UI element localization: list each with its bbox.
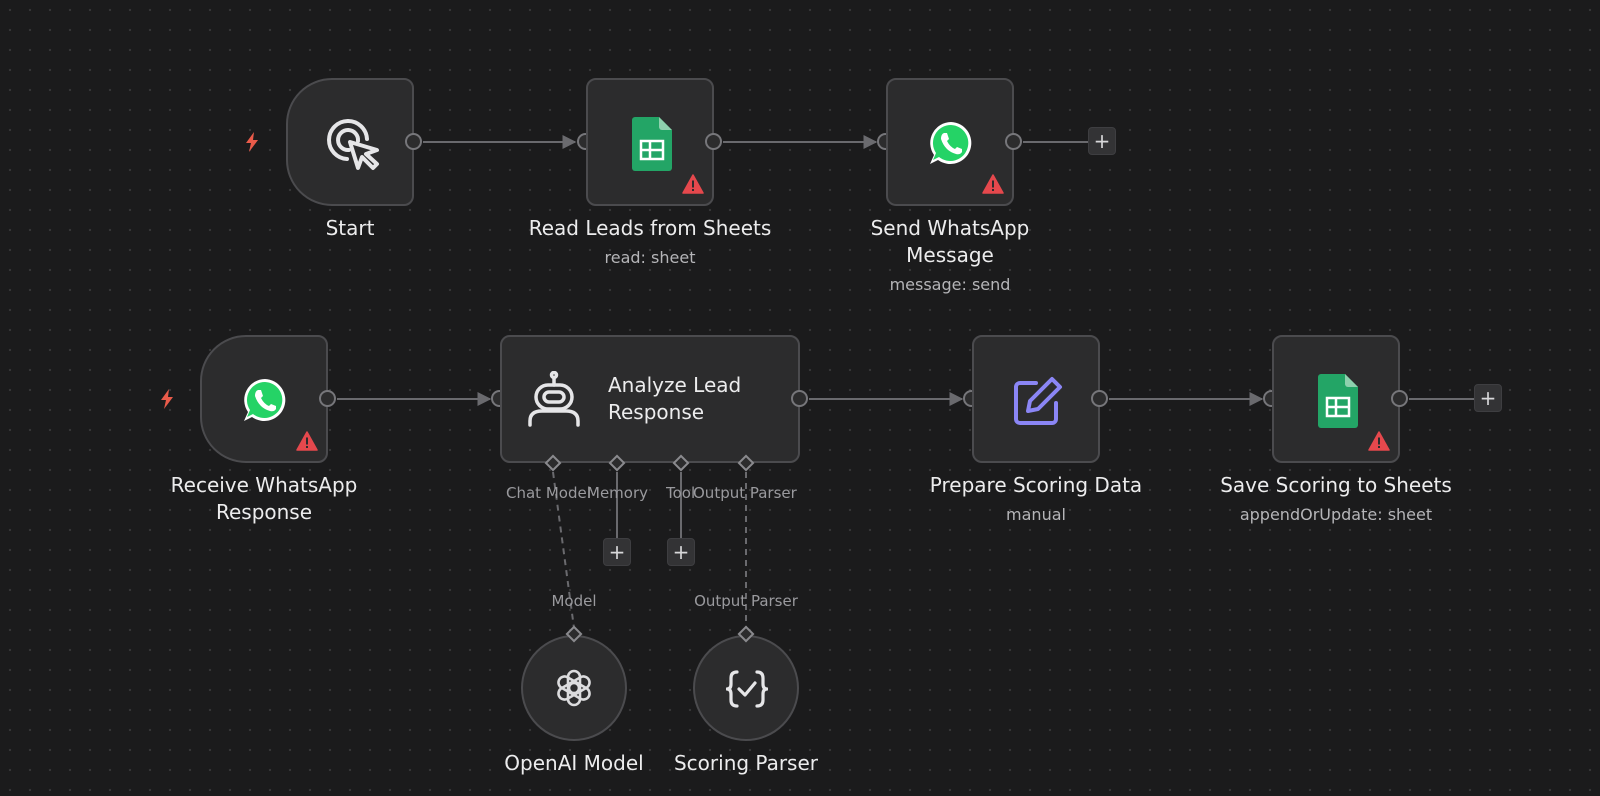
send-whatsapp-node[interactable] xyxy=(886,78,1014,206)
analyze-title-line2: Response xyxy=(608,400,705,424)
output-parser-port-label: Output Parser xyxy=(693,484,797,502)
trigger-bolt-icon xyxy=(246,132,258,152)
send-whatsapp-subtitle: message: send xyxy=(889,275,1011,294)
scoring-parser-node[interactable] xyxy=(693,635,799,741)
whatsapp-icon xyxy=(930,122,972,164)
read-leads-subtitle: read: sheet xyxy=(604,248,696,267)
receive-whatsapp-title-line1: Receive WhatsApp xyxy=(170,473,358,497)
prepare-scoring-title: Prepare Scoring Data xyxy=(929,473,1143,497)
openai-icon xyxy=(557,669,591,707)
robot-icon xyxy=(528,371,580,427)
add-node-button[interactable]: + xyxy=(1088,127,1116,155)
google-sheets-icon xyxy=(1318,374,1358,428)
add-node-button[interactable]: + xyxy=(1474,384,1502,412)
analyze-lead-node[interactable]: Analyze Lead Response xyxy=(500,335,800,463)
save-scoring-output-handle[interactable] xyxy=(1391,390,1408,407)
trigger-bolt-icon xyxy=(161,389,173,409)
openai-model-node[interactable] xyxy=(521,635,627,741)
receive-whatsapp-title-line2: Response xyxy=(215,500,313,524)
google-sheets-icon xyxy=(632,117,672,171)
start-output-handle[interactable] xyxy=(405,133,422,150)
whatsapp-icon xyxy=(244,379,286,421)
send-whatsapp-title-line2: Message xyxy=(906,243,994,267)
scoring-parser-port-label: Output Parser xyxy=(694,592,798,610)
prepare-scoring-node[interactable] xyxy=(972,335,1100,463)
start-node-title: Start xyxy=(325,216,375,240)
tool-port-label: Tool xyxy=(666,484,694,502)
add-tool-button[interactable]: + xyxy=(667,538,695,566)
read-leads-title: Read Leads from Sheets xyxy=(528,216,772,240)
openai-model-port-label: Model xyxy=(551,592,597,610)
scoring-parser-title: Scoring Parser xyxy=(673,751,819,775)
save-scoring-title: Save Scoring to Sheets xyxy=(1220,473,1452,497)
read-leads-node[interactable] xyxy=(586,78,714,206)
analyze-title-line1: Analyze Lead xyxy=(608,373,742,397)
chat-model-port-label: Chat Model xyxy=(506,484,590,502)
send-whatsapp-output-handle[interactable] xyxy=(1005,133,1022,150)
save-scoring-subtitle: appendOrUpdate: sheet xyxy=(1239,505,1433,524)
add-memory-button[interactable]: + xyxy=(603,538,631,566)
prepare-scoring-subtitle: manual xyxy=(1006,505,1066,524)
send-whatsapp-title-line1: Send WhatsApp xyxy=(870,216,1030,240)
warning-icon[interactable] xyxy=(982,174,1004,194)
edit-icon xyxy=(1014,377,1062,425)
prepare-output-handle[interactable] xyxy=(1091,390,1108,407)
save-scoring-node[interactable] xyxy=(1272,335,1400,463)
json-check-icon xyxy=(726,670,768,708)
wire-model-to-openai[interactable] xyxy=(552,471,575,629)
cursor-click-icon xyxy=(327,119,379,170)
receive-whatsapp-node[interactable] xyxy=(200,335,328,463)
warning-icon[interactable] xyxy=(682,174,704,194)
memory-port-label: Memory xyxy=(587,484,649,502)
analyze-output-handle[interactable] xyxy=(791,390,808,407)
warning-icon[interactable] xyxy=(1368,431,1390,451)
receive-whatsapp-output-handle[interactable] xyxy=(319,390,336,407)
start-node[interactable] xyxy=(286,78,414,206)
read-leads-output-handle[interactable] xyxy=(705,133,722,150)
openai-model-title: OpenAI Model xyxy=(504,751,644,775)
warning-icon[interactable] xyxy=(296,431,318,451)
